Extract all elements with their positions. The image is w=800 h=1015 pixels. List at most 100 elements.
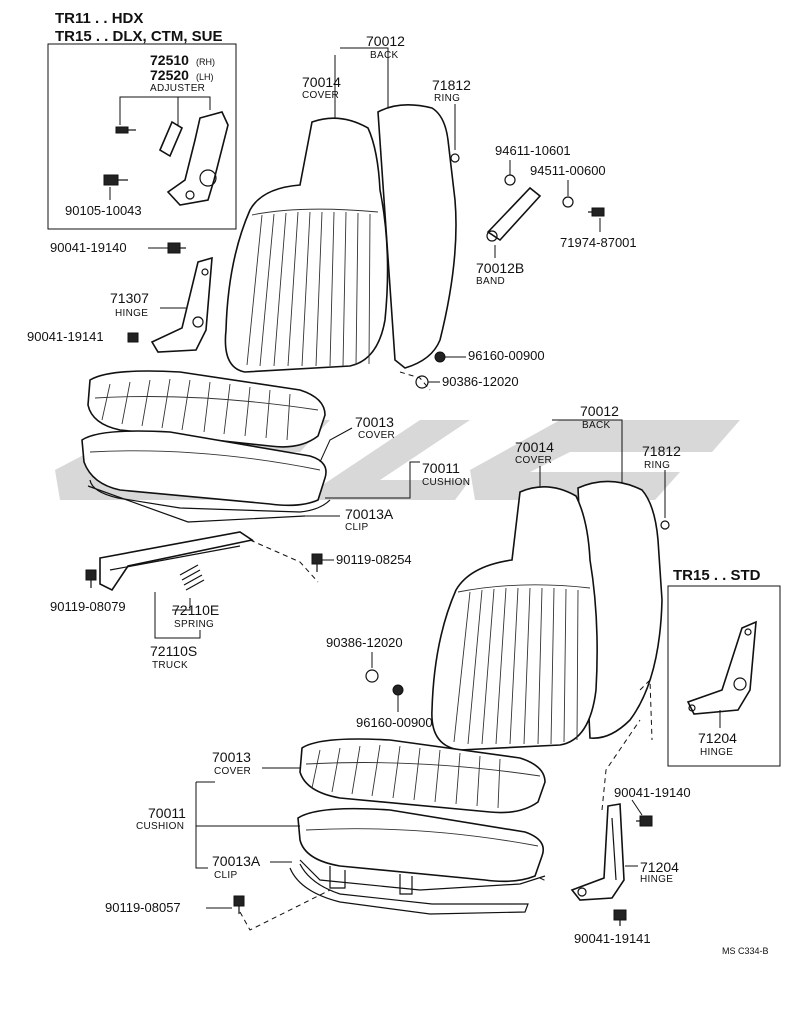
lower-cover-number: 70014 (515, 439, 554, 455)
hinge-inset-number: 71204 (698, 730, 737, 746)
lower-bolt-hinge-top-icon (636, 815, 653, 827)
lower-bolt-hinge-top-number: 90041-19140 (614, 785, 691, 800)
inset-bolt-icon (103, 174, 128, 186)
inset-border (47, 43, 237, 230)
adjuster-lh-number: 72520 (150, 67, 189, 83)
upper-truck-icon (99, 531, 255, 592)
lower-seat-cushion: 70013 COVER 70011 CUSHION 70013A CLIP 90… (105, 738, 549, 931)
upper-cushion-name: CUSHION (422, 477, 470, 488)
adjuster-screw-icon (115, 126, 136, 134)
lower-back-shell (577, 480, 663, 739)
upper-clip-name: CLIP (345, 522, 368, 533)
upper-band-group: 94611-10601 94511-00600 71974-87001 7001… (476, 143, 637, 287)
lower-clip-name: CLIP (214, 870, 237, 881)
inset-model-line1: TR11 . . HDX (55, 10, 143, 27)
upper-truck-number: 72110S (150, 643, 197, 659)
upper-band-name: BAND (476, 276, 505, 287)
adjuster-inset: TR11 . . HDX TR15 . . DLX, CTM, SUE 7251… (47, 10, 237, 230)
lower-nut-b-icon (392, 684, 404, 696)
upper-bolt-left-number: 90119-08079 (50, 599, 126, 614)
adjuster-name: ADJUSTER (150, 83, 205, 94)
upper-cover-name: COVER (302, 90, 339, 101)
upper-bolt-top-icon (167, 242, 186, 254)
lower-nuts-group: 90386-12020 96160-00900 (326, 635, 433, 730)
upper-bolt-track-number: 90119-08254 (336, 552, 412, 567)
upper-spring-number: 72110E (172, 602, 219, 618)
upper-cushion-pad (81, 430, 327, 507)
lower-hinge-icon (570, 803, 625, 901)
upper-ring-name: RING (434, 93, 460, 104)
upper-bolt-top-number: 90041-19140 (50, 240, 127, 255)
lower-cushion-cover-name: COVER (214, 766, 251, 777)
upper-spring-name: SPRING (174, 619, 214, 630)
upper-bolt1-number: 71974-87001 (560, 235, 637, 250)
upper-nut3-number: 90386-12020 (442, 374, 519, 389)
upper-cushion-cover-number: 70013 (355, 414, 394, 430)
adjuster-rh-number: 72510 (150, 52, 189, 68)
adjuster-lever-icon (158, 120, 184, 158)
upper-hinge-number: 71307 (110, 290, 149, 306)
hinge-inset-icon (686, 620, 757, 715)
upper-bolt-bottom-icon (127, 332, 139, 343)
lower-bolt-bottom-left-number: 90119-08057 (105, 900, 181, 915)
upper-spring-icon (179, 564, 205, 591)
upper-washer1-icon (562, 196, 574, 208)
lower-bolt-hinge-bottom-icon (613, 909, 627, 926)
lower-ring-number: 71812 (642, 443, 681, 459)
upper-nut1-number: 94611-10601 (495, 143, 571, 158)
hinge-inset-model: TR15 . . STD (673, 567, 761, 584)
upper-washer1-number: 94511-00600 (530, 163, 606, 178)
figure-code: MS C334-B (722, 946, 769, 956)
adjuster-bracket-icon (166, 111, 229, 206)
upper-hinge-group: 90041-19140 71307 HINGE 90041-19141 (27, 240, 213, 353)
lower-ring-name: RING (644, 460, 670, 471)
lower-ring-icon (660, 520, 670, 530)
upper-cushion-number: 70011 (422, 460, 460, 476)
hinge-inset-name: HINGE (700, 747, 733, 758)
upper-back-shell (377, 104, 457, 369)
upper-ring-number: 71812 (432, 77, 471, 93)
lower-cushion-number: 70011 (148, 805, 186, 821)
lower-cushion-pad (297, 807, 544, 883)
lower-nut-a-icon (365, 669, 379, 683)
lower-cover-name: COVER (515, 455, 552, 466)
lower-clip-number: 70013A (212, 853, 261, 869)
lower-cushion-cover (299, 738, 546, 814)
upper-back-cover (224, 117, 389, 373)
lower-hinge-number: 71204 (640, 859, 679, 875)
lower-nut-b-number: 96160-00900 (356, 715, 433, 730)
lower-cushion-name: CUSHION (136, 821, 184, 832)
lower-hinge-group: 90041-19140 71204 HINGE 90041-19141 (570, 719, 691, 946)
upper-ring-icon (450, 153, 460, 163)
upper-back-number: 70012 (366, 33, 405, 49)
upper-clip-frame (89, 479, 331, 513)
upper-track-group: 90119-08254 90119-08079 72110E SPRING 72… (50, 531, 412, 671)
upper-bolt-track-icon (311, 553, 323, 572)
upper-nuts-group: 96160-00900 90386-12020 (399, 348, 545, 391)
lower-cushion-cover-number: 70013 (212, 749, 251, 765)
lower-nut-a-number: 90386-12020 (326, 635, 403, 650)
lower-back-name: BACK (582, 420, 610, 431)
upper-bolt1-icon (588, 207, 605, 217)
adjuster-lh-suffix: (LH) (196, 72, 214, 82)
upper-bolt-left-icon (85, 569, 97, 588)
upper-seat-cushion: 70013 COVER 70011 CUSHION 70013A CLIP (81, 370, 470, 533)
lower-back-number: 70012 (580, 403, 619, 419)
upper-seat-back: 70012 BACK 70014 COVER 71812 RING (224, 33, 471, 373)
adjuster-rh-suffix: (RH) (196, 57, 215, 67)
upper-back-name: BACK (370, 50, 398, 61)
hinge-inset: TR15 . . STD 71204 HINGE (667, 567, 781, 767)
upper-bolt-bottom-number: 90041-19141 (27, 329, 104, 344)
lower-clip-frame (289, 863, 529, 915)
upper-truck-name: TRUCK (152, 660, 188, 671)
upper-band-number: 70012B (476, 260, 524, 276)
inset-screw-number: 90105-10043 (65, 203, 142, 218)
lower-back-cover (431, 486, 598, 751)
upper-cover-number: 70014 (302, 74, 341, 90)
inset-model-line2: TR15 . . DLX, CTM, SUE (55, 28, 223, 45)
lower-bolt-bottom-left-icon (233, 895, 245, 914)
upper-nut2-icon (434, 351, 446, 363)
upper-nut2-number: 96160-00900 (468, 348, 545, 363)
